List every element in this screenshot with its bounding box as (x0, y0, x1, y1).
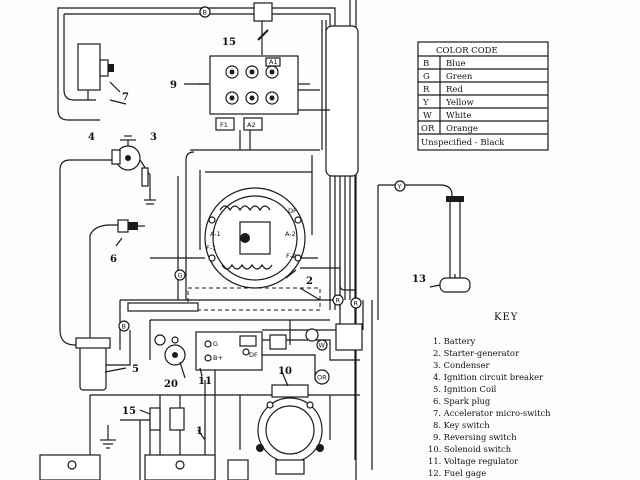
ignition-circuit-breaker (111, 135, 156, 205)
battery (39, 454, 249, 480)
spark-plug (89, 219, 145, 345)
key-item-7: 7. Accelerator micro-switch (433, 408, 551, 418)
terminal-gen-a1: A-1 (210, 230, 221, 238)
reversing-switch (198, 55, 310, 131)
callout-2: 2 (306, 276, 313, 287)
color-code-title: COLOR CODE (436, 46, 498, 56)
wire-tag-r2: R (354, 300, 359, 308)
color-code-0-code: B (423, 59, 429, 69)
callout-leaders (104, 81, 441, 441)
terminal-reg-b: B+ (213, 354, 223, 362)
wire-loom-sleeve (325, 25, 359, 177)
wire-tag-b2: B (122, 323, 126, 331)
key-item-1: 1. Battery (433, 336, 475, 346)
wire-color-tags: B G B R R Y W OR (118, 6, 406, 385)
terminal-reg-g: G (213, 340, 218, 348)
wire-tag-b1: B (203, 9, 207, 17)
condenser (141, 167, 149, 187)
callout-4: 4 (88, 132, 95, 143)
terminal-f1: F1 (220, 121, 228, 129)
ignition-coil (75, 330, 131, 391)
callout-9: 9 (170, 80, 177, 91)
key-item-2: 2. Starter-generator (433, 348, 519, 358)
callout-7: 7 (122, 92, 129, 103)
key-item-10: 10. Solenoid switch (428, 444, 512, 454)
callout-5: 5 (132, 364, 139, 375)
color-code-1-name: Green (446, 72, 473, 82)
callout-1: 1 (196, 426, 203, 437)
key-legend: KEY 1. Battery 2. Starter-generator 3. C… (428, 312, 551, 478)
terminal-reg-df: DF (249, 351, 258, 359)
color-code-unspecified: Unspecified - Black (421, 138, 505, 148)
callout-10: 10 (278, 366, 292, 377)
accelerator-micro-switch (77, 43, 127, 105)
terminal-a2: A2 (247, 121, 256, 129)
ground-symbols (100, 407, 185, 449)
color-code-4-code: W (423, 111, 432, 121)
wire-tag-y1: Y (397, 183, 402, 191)
color-code-1-code: G (423, 72, 430, 82)
terminal-a1: A1 (269, 58, 278, 66)
callout-13: 13 (412, 274, 426, 285)
color-code-2-name: Red (446, 85, 463, 95)
color-code-4-name: White (446, 111, 471, 121)
key-item-12: 12. Fuel gage (428, 468, 486, 478)
terminal-labels: A1 A2 F1 A-1 A-2 DF F-1 F-2 G B+ DF (206, 58, 297, 362)
key-item-5: 5. Ignition Coil (433, 384, 497, 394)
starter-generator (150, 187, 355, 291)
relay-box (269, 323, 363, 351)
terminal-gen-f2: F-2 (286, 252, 296, 260)
callout-15: 15 (222, 37, 236, 48)
color-code-0-name: Blue (446, 59, 465, 69)
callout-20: 20 (164, 379, 178, 390)
key-item-11: 11. Voltage regulator (428, 456, 518, 466)
color-code-3-code: Y (422, 98, 429, 108)
terminal-gen-f1: F-1 (206, 244, 216, 252)
key-title: KEY (494, 312, 518, 323)
wire-tag-r1: R (336, 297, 341, 305)
solenoid-switch (256, 384, 324, 475)
terminal-gen-a2: A-2 (285, 230, 296, 238)
harness-clamp (127, 287, 321, 312)
color-code-5-code: OR (421, 124, 435, 134)
key-item-8: 8. Key switch (433, 420, 490, 430)
terminal-gen-df: DF (288, 207, 297, 215)
callout-numbers: 7 15 9 4 3 6 2 5 20 11 10 13 15 1 (88, 37, 426, 437)
wire-tag-or1: OR (317, 374, 327, 382)
key-item-6: 6. Spark plug (433, 396, 491, 406)
callout-6: 6 (110, 254, 117, 265)
color-code-2-code: R (423, 85, 430, 95)
wire-tag-w1: W (319, 342, 326, 350)
color-code-5-name: Orange (446, 124, 478, 134)
component-20 (154, 334, 186, 366)
key-item-4: 4. Ignition circuit breaker (433, 372, 543, 382)
voltage-regulator (195, 331, 263, 371)
callout-11: 11 (198, 376, 212, 387)
callout-3: 3 (150, 132, 157, 143)
key-item-3: 3. Condenser (433, 360, 489, 370)
color-code-3-name: Yellow (445, 98, 474, 108)
key-item-9: 9. Reversing switch (433, 432, 517, 442)
wire-tag-g1: G (178, 272, 183, 280)
connector-top (199, 2, 273, 55)
fuel-gage-sender (439, 196, 471, 293)
color-code-table: COLOR CODE B Blue G Green R Red Y Yellow… (417, 41, 549, 151)
callout-15b: 15 (122, 406, 136, 417)
